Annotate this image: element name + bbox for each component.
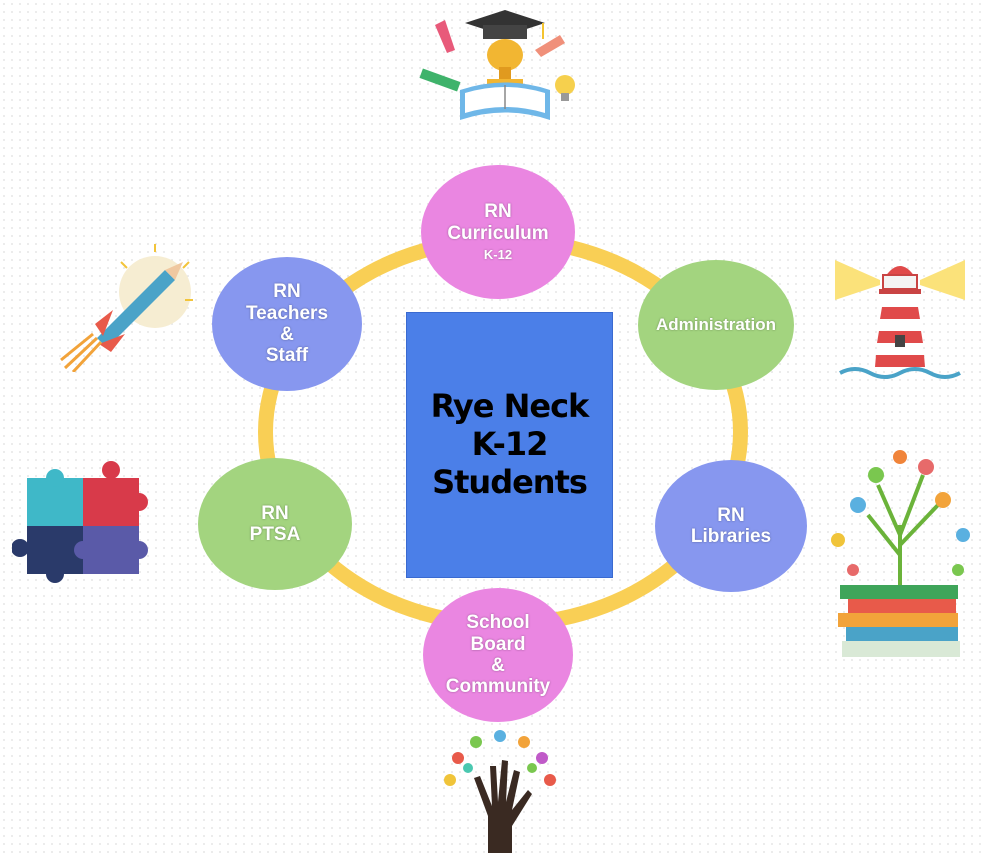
node-label-line: & (491, 655, 505, 676)
book-tree-icon (831, 450, 970, 657)
node-label-line: Libraries (690, 526, 772, 547)
node-rn-libraries: RN Libraries (655, 460, 807, 592)
node-school-board-community: School Board & Community (423, 588, 573, 722)
lighthouse-icon (835, 260, 965, 379)
puzzle-icon (12, 461, 148, 583)
node-label-line: Community (445, 676, 551, 698)
node-rn-curriculum: RN Curriculum K-12 (421, 165, 575, 299)
node-label-line: RN (273, 281, 301, 303)
node-label-small: K-12 (483, 246, 513, 262)
node-label-line: School (466, 612, 530, 634)
node-label-line: Curriculum (447, 222, 549, 244)
graduation-trophy-icon (419, 10, 575, 120)
node-label-line: Staff (265, 345, 309, 367)
center-title-line: K-12 (471, 425, 549, 464)
node-label-line: & (280, 324, 294, 345)
node-rn-teachers-staff: RN Teachers & Staff (212, 257, 362, 391)
hands-tree-icon (444, 730, 556, 853)
node-label-line: RN (261, 502, 289, 524)
node-label-line: Administration (656, 315, 776, 335)
node-rn-ptsa: RN PTSA (198, 458, 352, 590)
node-label-line: RN (717, 504, 745, 526)
node-label-line: Teachers (245, 302, 329, 324)
pencil-rocket-icon (60, 244, 193, 372)
center-title-line: Rye Neck (430, 387, 590, 426)
node-label-line: Board (470, 633, 526, 655)
node-label-line: PTSA (249, 524, 301, 545)
node-label-line: RN (484, 201, 512, 223)
center-box: Rye Neck K-12 Students (406, 312, 613, 578)
node-administration: Administration (638, 260, 794, 390)
center-title-line: Students (432, 462, 588, 501)
